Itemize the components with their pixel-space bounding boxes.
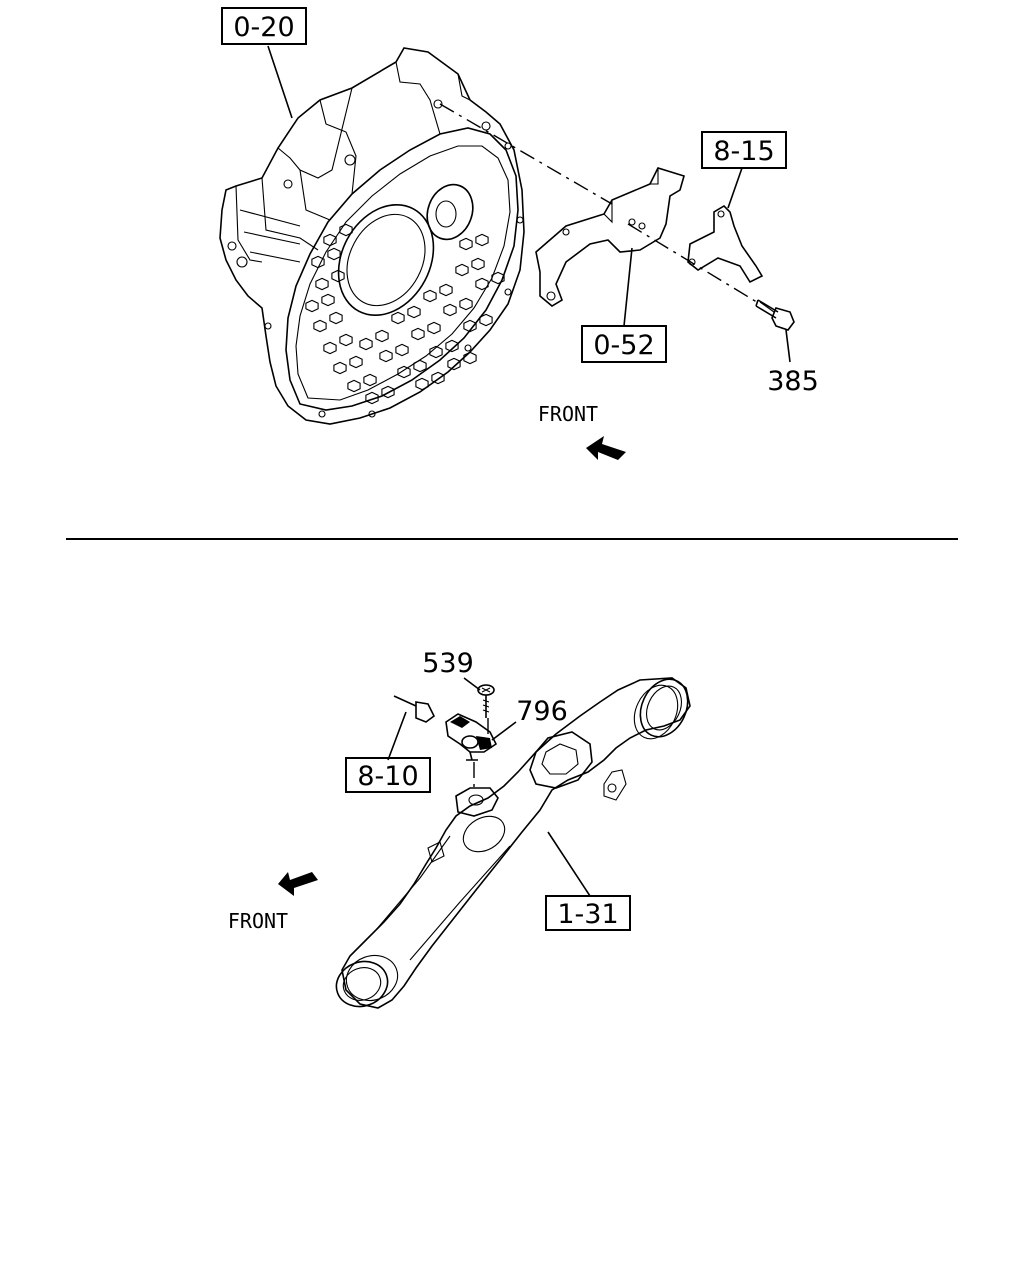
label-8-15: 8-15	[701, 131, 787, 169]
clip-8-15	[687, 204, 764, 284]
label-539: 539	[422, 648, 474, 679]
leader-385	[785, 329, 791, 363]
leader-8-15	[727, 167, 743, 209]
front-arrow-lower-icon	[278, 872, 318, 896]
leader-539	[463, 677, 481, 691]
label-0-52: 0-52	[581, 325, 667, 363]
assembly-line-2	[627, 223, 761, 305]
harness-connector	[393, 695, 436, 723]
front-arrow-upper-icon	[586, 436, 626, 460]
label-1-31: 1-31	[545, 895, 631, 931]
bolt-385	[755, 299, 795, 331]
leader-1-31	[547, 831, 591, 897]
leader-0-52	[623, 247, 633, 327]
label-385: 385	[767, 366, 819, 397]
bracket-0-52	[535, 167, 685, 307]
label-0-20: 0-20	[221, 7, 307, 45]
leader-0-20	[267, 45, 293, 119]
leader-796	[491, 721, 517, 741]
svg-text:1-31: 1-31	[557, 899, 618, 930]
front-label-upper: FRONT	[538, 402, 598, 426]
leader-8-10	[387, 711, 407, 761]
svg-text:8-15: 8-15	[713, 136, 774, 167]
label-796: 796	[516, 696, 568, 727]
label-8-10: 8-10	[345, 757, 431, 793]
svg-text:0-52: 0-52	[593, 330, 654, 361]
sensor-796	[445, 713, 498, 761]
svg-text:8-10: 8-10	[357, 761, 418, 792]
rib-pattern	[305, 223, 505, 405]
svg-text:0-20: 0-20	[233, 12, 294, 43]
flywheel-housing	[219, 47, 525, 425]
screw-539	[477, 684, 495, 718]
front-label-lower: FRONT	[228, 909, 288, 933]
intake-duct	[335, 677, 691, 1009]
assembly-line-1	[439, 103, 613, 205]
